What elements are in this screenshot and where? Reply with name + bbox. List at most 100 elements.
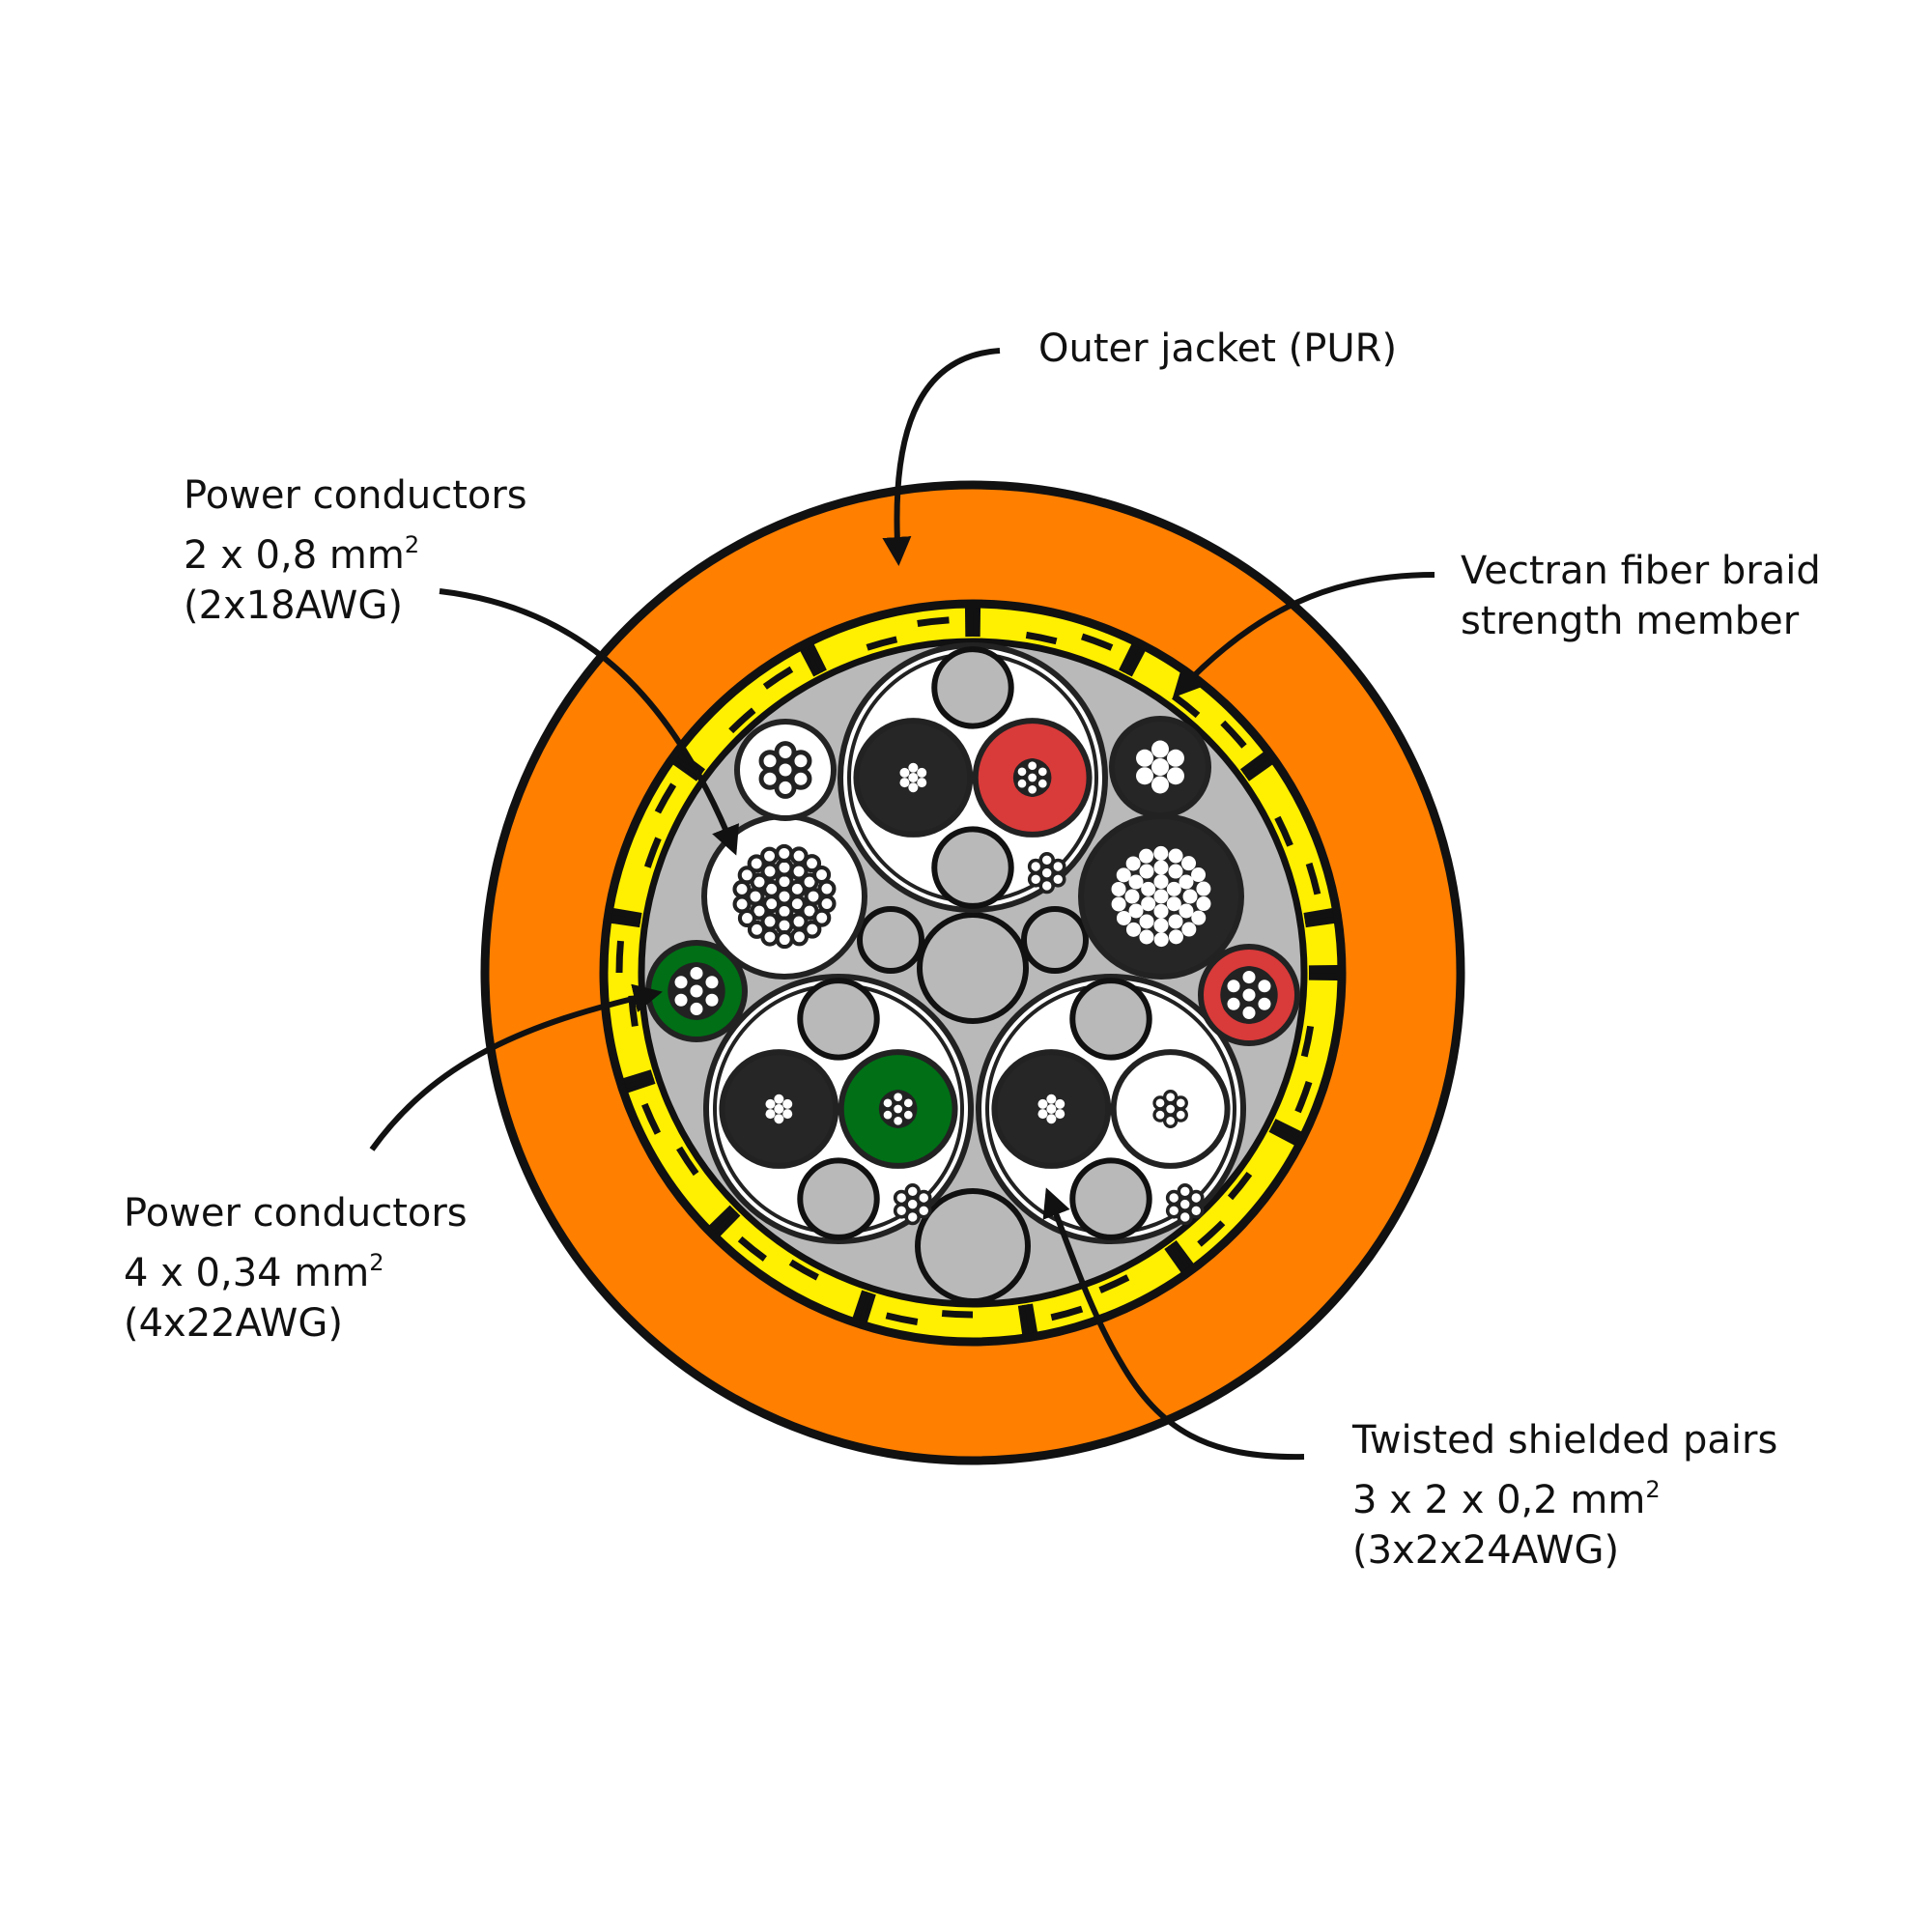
conductor-strand <box>759 846 780 866</box>
conductor-strand <box>1165 1189 1182 1207</box>
braid-fiber-mark <box>1305 862 1321 895</box>
conductor-strand <box>1181 856 1197 871</box>
braid-fiber-mark <box>856 1291 872 1321</box>
braid-fiber-mark <box>788 1259 819 1281</box>
conductor-strand <box>812 908 832 927</box>
conductor-strand <box>1128 903 1144 919</box>
label-outer-jacket: Outer jacket (PUR) <box>1038 324 1397 374</box>
conductor-strand <box>908 773 919 782</box>
conductor-strand <box>1125 856 1141 871</box>
power-small-awg: (4x22AWG) <box>124 1301 343 1346</box>
braid-fiber-mark <box>1268 1125 1298 1146</box>
braid-fiber-mark <box>1119 643 1138 673</box>
braid-fiber-mark <box>611 916 641 928</box>
filler-small-right <box>1021 906 1089 974</box>
conductor-strand <box>1163 1090 1179 1105</box>
braid-fiber-mark <box>852 1290 868 1321</box>
conductor-strand <box>1125 922 1141 937</box>
conductor-strand <box>1253 975 1276 998</box>
braid-fiber-mark <box>1220 720 1247 749</box>
conductor-strand <box>900 1095 916 1111</box>
braid-line2: strength member <box>1461 599 1800 643</box>
conductor-strand <box>1038 877 1056 895</box>
conductor-strand <box>1027 871 1044 888</box>
conductor-strand <box>1025 758 1040 774</box>
conductor-strand <box>789 750 812 773</box>
conductor-strand <box>1179 903 1194 919</box>
conductor-strand <box>1055 1098 1065 1109</box>
conductor-strand <box>908 782 919 793</box>
braid-fiber-mark <box>804 645 824 675</box>
conductor-strand <box>1153 889 1169 904</box>
conductor-strand <box>789 846 809 866</box>
conductor-strand <box>1141 881 1156 896</box>
conductor-strand <box>1153 932 1169 948</box>
conductor-strand <box>1153 874 1169 890</box>
conductor-strand <box>891 1090 906 1105</box>
conductor-strand <box>1182 889 1198 904</box>
conductor-strand <box>1151 776 1169 794</box>
conductor-strand <box>1196 896 1211 912</box>
braid-fiber-mark <box>737 1236 767 1262</box>
braid-fiber-mark <box>1227 1172 1253 1201</box>
conductor-strand <box>758 767 781 790</box>
conductor-strand <box>1136 767 1154 785</box>
conductor-strand <box>915 1189 932 1207</box>
power-conductor-small-white <box>734 719 837 821</box>
conductor-strand <box>765 1109 776 1120</box>
conductor-strand <box>1168 929 1183 945</box>
power-conductor-large-white <box>701 813 867 980</box>
conductor-strand <box>891 1113 906 1128</box>
conductor-strand <box>1141 896 1156 912</box>
pair-filler <box>1069 1157 1152 1240</box>
conductor-strand <box>1181 922 1197 937</box>
braid-fiber-mark <box>1242 754 1270 779</box>
power-small-spec: 4 x 0,34 mm2 <box>124 1249 384 1295</box>
conductor-strand <box>774 776 797 799</box>
conductor-strand <box>1111 896 1126 912</box>
conductor-strand <box>1196 881 1211 896</box>
braid-fiber-mark <box>1081 633 1114 651</box>
drain-wire <box>1027 852 1066 895</box>
conductor-strand <box>685 962 708 985</box>
braid-fiber-mark <box>941 1310 974 1319</box>
pair-wire-a <box>853 718 974 838</box>
conductor-strand <box>1139 864 1154 879</box>
braid-fiber-mark <box>654 782 677 814</box>
braid-fiber-mark <box>1300 1025 1315 1058</box>
conductor-strand <box>904 1208 922 1226</box>
conductor-strand <box>1152 1107 1168 1122</box>
conductor-strand <box>1037 1098 1048 1109</box>
conductor-strand <box>803 920 822 939</box>
conductor-strand <box>1046 1094 1057 1104</box>
conductor-strand <box>1153 860 1169 875</box>
braid-fiber-mark <box>1197 1220 1226 1247</box>
conductor-strand <box>1237 1001 1261 1024</box>
conductor-strand <box>880 1107 895 1122</box>
braid-fiber-mark <box>728 707 756 734</box>
conductor-strand <box>1152 1095 1168 1111</box>
conductor-strand <box>1035 764 1050 780</box>
conductor-strand <box>775 843 794 863</box>
leader-twisted-pairs <box>1042 1187 1305 1461</box>
conductor-strand <box>1153 845 1169 861</box>
conductor-strand <box>774 741 797 764</box>
conductor-strand <box>1166 767 1184 785</box>
power-conductor-small-black <box>1109 716 1211 818</box>
braid-fiber-mark <box>641 1102 662 1135</box>
filler-small-left <box>857 906 924 974</box>
leader-outer-jacket <box>882 348 1001 566</box>
twisted-spec: 3 x 2 x 0,2 mm2 <box>1352 1476 1661 1522</box>
conductor-strand <box>817 879 837 898</box>
leader-power-large <box>439 588 740 856</box>
conductor-strand <box>1128 874 1144 890</box>
conductor-strand <box>669 988 693 1011</box>
conductor-strand <box>782 1098 793 1109</box>
conductor-strand <box>1027 858 1044 875</box>
conductor-strand <box>1139 914 1154 929</box>
conductor-strand <box>1168 848 1183 864</box>
conductor-strand <box>782 1109 793 1120</box>
conductor-strand <box>1153 918 1169 933</box>
conductor-strand <box>1165 1203 1182 1219</box>
braid-fiber-mark <box>611 907 642 920</box>
